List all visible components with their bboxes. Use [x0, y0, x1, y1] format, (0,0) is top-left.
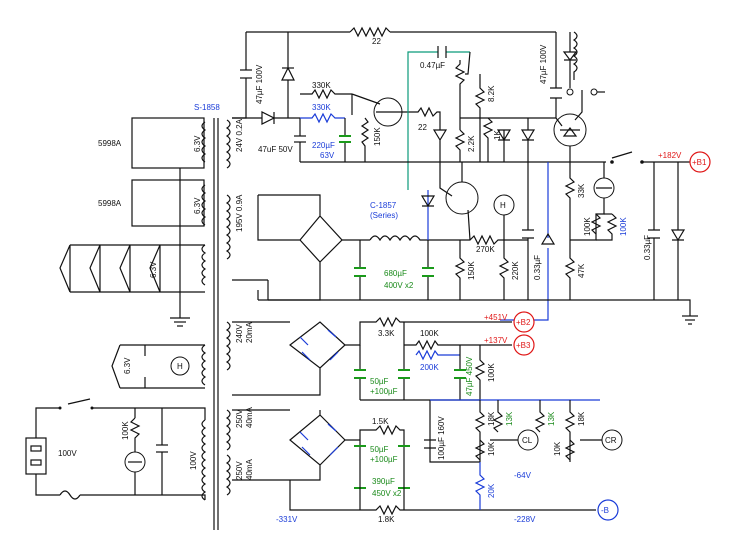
resistor-18k-a: 18K	[487, 411, 496, 426]
regulator-section	[232, 26, 605, 190]
resistor-200k: 200K	[420, 363, 439, 372]
choke-label: C-1857	[370, 201, 397, 210]
resistor-100k-c: 100K	[420, 329, 439, 338]
mains-voltage-label: 100V	[58, 449, 77, 458]
resistor-47k: 47K	[577, 263, 586, 278]
cap-033u-b: 0.33µF	[643, 235, 652, 260]
heater-voltage-4: 6.3V	[123, 357, 132, 374]
cap-047u: 0.47µF	[420, 61, 445, 70]
terminal-b1: +B1	[692, 158, 707, 167]
terminal-b2: +B2	[516, 318, 531, 327]
resistor-150k-a: 150K	[373, 127, 382, 146]
secondary-250v-2-label: 250V	[235, 461, 244, 480]
heater-voltage-1: 6.3V	[193, 135, 202, 152]
transformer-label: S-1858	[194, 103, 220, 112]
resistor-22-mid: 22	[418, 123, 427, 132]
primary-voltage-label: 100V	[189, 451, 198, 470]
cap-50u-b: 50µF	[370, 445, 389, 454]
resistor-100k-d: 100K	[487, 363, 496, 382]
heater-h2-label: H	[500, 201, 506, 210]
terminal-minus-b: -B	[601, 506, 609, 515]
resistor-33k: 33K	[577, 183, 586, 198]
cap-100u-b: +100µF	[370, 455, 398, 464]
resistor-10k-a: 10K	[487, 441, 496, 456]
resistor-13k-b: 13K	[547, 411, 556, 426]
resistor-330k-a: 330K	[312, 81, 331, 90]
resistor-3-3k: 3.3K	[378, 329, 395, 338]
voltage-137: +137V	[484, 336, 508, 345]
tube-label-b: 5998A	[98, 199, 122, 208]
cap-390u-voltage: 450V x2	[372, 489, 402, 498]
secondary-250v-1-label: 250V	[235, 409, 244, 428]
resistor-20k: 20K	[487, 483, 496, 498]
cap-47u-450v: 47µF 450V	[465, 356, 474, 396]
resistor-1-5k: 1.5K	[372, 417, 389, 426]
b1-rail	[257, 151, 711, 321]
resistor-270k: 270K	[476, 245, 495, 254]
ground-rail	[232, 279, 698, 325]
resistor-1k: 1K	[493, 130, 502, 140]
heater-voltage-3: 6.3V	[149, 261, 158, 278]
tube-label-a: 5998A	[98, 139, 122, 148]
resistor-100k-b: 100K	[619, 217, 628, 236]
cap-390u: 390µF	[372, 477, 395, 486]
resistor-18k-b: 18K	[577, 411, 586, 426]
cap-100u-160v: 100µF 160V	[437, 416, 446, 460]
terminal-b3: +B3	[516, 341, 531, 350]
resistor-150k-b: 150K	[467, 261, 476, 280]
voltage-451: +451V	[484, 313, 508, 322]
voltage-minus-331: -331V	[276, 515, 298, 524]
choke-series-label: (Series)	[370, 211, 398, 220]
cap-220u-voltage: 63V	[320, 151, 335, 160]
secondary-40ma-2-label: 40mA	[245, 458, 254, 480]
voltage-182: +182V	[658, 151, 682, 160]
secondary-195v-label: 195V 0.9A	[235, 194, 244, 232]
heater-voltage-2: 6.3V	[193, 197, 202, 214]
cap-680u: 680µF	[384, 269, 407, 278]
cap-50u-a: 50µF	[370, 377, 389, 386]
resistor-13k-a: 13K	[505, 411, 514, 426]
secondary-20ma-label: 20mA	[245, 321, 254, 343]
secondary-40ma-1-label: 40mA	[245, 406, 254, 428]
secondary-24v-label: 24V 0.2A	[235, 118, 244, 152]
resistor-1-8k: 1.8K	[378, 515, 395, 524]
terminal-cr: CR	[605, 436, 617, 445]
cap-680u-voltage: 400V x2	[384, 281, 414, 290]
resistor-2-2k: 2.2K	[467, 135, 476, 152]
heater-circuits	[59, 117, 205, 389]
mains-input	[25, 398, 206, 500]
secondary-240v-label: 240V	[235, 324, 244, 343]
resistor-330k-b: 330K	[312, 103, 331, 112]
resistor-100k-a: 100K	[583, 217, 592, 236]
resistor-22-top: 22	[372, 37, 381, 46]
power-transformer	[201, 118, 231, 530]
cap-033u-a: 0.33µF	[533, 255, 542, 280]
terminal-cl: CL	[522, 436, 533, 445]
cap-47u-100v-right: 47µF 100V	[539, 44, 548, 84]
voltage-minus-64: -64V	[514, 471, 532, 480]
cap-47u-50v: 47uF 50V	[258, 145, 293, 154]
heater-h-label: H	[177, 362, 183, 371]
resistor-10k-b: 10K	[553, 441, 562, 456]
voltage-minus-228: -228V	[514, 515, 536, 524]
resistor-220k: 220K	[511, 261, 520, 280]
cap-100u-a: +100µF	[370, 387, 398, 396]
cap-47u-100v-left: 47µF 100V	[255, 64, 264, 104]
resistor-100k-primary: 100K	[121, 421, 130, 440]
resistor-8-2k: 8.2K	[487, 85, 496, 102]
negative-supply	[232, 399, 623, 521]
cap-220u: 220µF	[312, 141, 335, 150]
